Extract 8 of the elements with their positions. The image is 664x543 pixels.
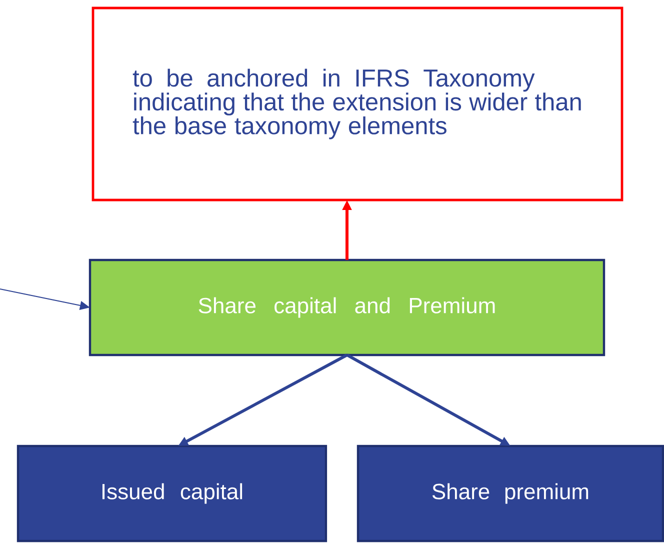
note-box bbox=[92, 6, 624, 202]
box-text: to be anchored in IFRS Taxonomy indicating that the extension is wider than the base taxonomy elements bbox=[132, 68, 581, 140]
child-box bbox=[16, 444, 328, 542]
box-text: Issued capital bbox=[102, 483, 242, 504]
box-text: Share premium bbox=[432, 483, 588, 504]
child-box bbox=[356, 444, 664, 542]
parent-box bbox=[88, 258, 606, 356]
box-text: Share capital and Premium bbox=[198, 297, 495, 318]
